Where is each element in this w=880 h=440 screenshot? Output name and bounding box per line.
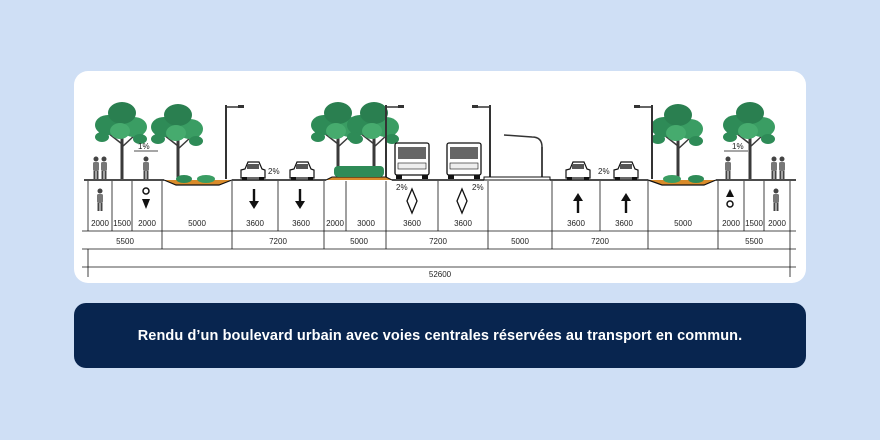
bus-icon <box>394 142 430 180</box>
car-icon <box>289 161 315 181</box>
pedestrian-icon <box>725 156 731 179</box>
bicycle-symbol-icon <box>726 189 734 208</box>
dimension-label: 2000 <box>326 219 344 228</box>
dimension-label: 7200 <box>591 237 609 246</box>
slope-label: 2% <box>598 167 610 176</box>
tree-icon <box>150 103 204 182</box>
dimension-label: 3000 <box>357 219 375 228</box>
dimension-label: 5000 <box>511 237 529 246</box>
dimension-label: 7200 <box>269 237 287 246</box>
dimension-label: 3600 <box>567 219 585 228</box>
arrow-up-icon <box>621 193 631 213</box>
bus-icon <box>446 142 482 180</box>
car-icon <box>240 161 266 181</box>
ground-profile <box>84 166 796 186</box>
arrow-down-icon <box>295 189 305 209</box>
dimension-label: 3600 <box>403 219 421 228</box>
bicycle-symbol-icon <box>142 187 150 209</box>
dimension-label: 3600 <box>454 219 472 228</box>
dimension-label: 3600 <box>292 219 310 228</box>
median-lamp-icon <box>503 134 543 179</box>
lane-markings <box>97 187 779 214</box>
boulevard-cross-section: 1% 2% 2% 2% 2% 1% <box>82 101 796 279</box>
bus-lane-diamond-icon <box>406 188 418 214</box>
slope-label: 1% <box>138 142 150 151</box>
tree-icon <box>650 103 704 182</box>
caption-banner: Rendu d’un boulevard urbain avec voies c… <box>74 303 806 368</box>
slope-label: 2% <box>472 183 484 192</box>
pedestrian-icon <box>143 156 149 179</box>
bus-lane-diamond-icon <box>456 188 468 214</box>
arrow-down-icon <box>249 189 259 209</box>
pedestrian-symbol-icon <box>97 188 103 211</box>
car-icon <box>613 161 639 181</box>
pedestrian-icon <box>771 156 777 179</box>
caption-text: Rendu d’un boulevard urbain avec voies c… <box>137 327 743 344</box>
street-lamp-icon <box>225 104 245 180</box>
street-lamp-icon <box>633 104 653 180</box>
dimension-label: 3600 <box>615 219 633 228</box>
dimension-label: 5000 <box>188 219 206 228</box>
dimension-label: 5000 <box>350 237 368 246</box>
pedestrian-icon <box>101 156 107 179</box>
dimension-label: 5500 <box>745 237 763 246</box>
dimension-label: 2000 <box>768 219 786 228</box>
dimension-label: 7200 <box>429 237 447 246</box>
car-icon <box>565 161 591 181</box>
dimension-label: 2000 <box>91 219 109 228</box>
dimension-label: 3600 <box>246 219 264 228</box>
total-width-label: 52600 <box>429 270 452 279</box>
dimension-label: 2000 <box>138 219 156 228</box>
dimension-label: 1500 <box>745 219 763 228</box>
dimension-guides <box>82 181 796 277</box>
slope-label: 2% <box>268 167 280 176</box>
dimension-labels: 2000 1500 2000 5000 3600 3600 2000 3000 … <box>91 219 786 279</box>
slope-label: 2% <box>396 183 408 192</box>
pedestrian-icon <box>93 156 99 179</box>
dimension-label: 5000 <box>674 219 692 228</box>
arrow-up-icon <box>573 193 583 213</box>
slope-label: 1% <box>732 142 744 151</box>
pedestrian-symbol-icon <box>773 188 779 211</box>
pedestrian-icon <box>779 156 785 179</box>
slope-labels: 1% 2% 2% 2% 2% 1% <box>134 142 748 192</box>
dimension-label: 5500 <box>116 237 134 246</box>
dimension-label: 1500 <box>113 219 131 228</box>
cross-section-card: 1% 2% 2% 2% 2% 1% <box>74 71 806 283</box>
dimension-label: 2000 <box>722 219 740 228</box>
